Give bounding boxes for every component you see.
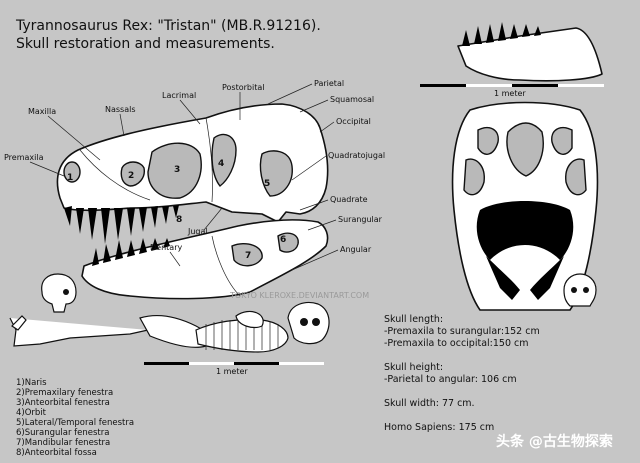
lateral-skull <box>57 104 327 299</box>
upper-teeth <box>64 205 179 244</box>
legend-item-4: 4)Orbit <box>16 408 47 418</box>
label-premaxila: Premaxila <box>4 153 44 162</box>
jaw-top-view <box>458 22 602 81</box>
length-occipital: -Premaxila to occipital:150 cm <box>384 338 529 349</box>
length-heading: Skull length: <box>384 314 443 325</box>
fenestra-number-3: 3 <box>174 165 180 175</box>
scale-bar-top-label: 1 meter <box>494 89 526 98</box>
legend-item-7: 7)Mandibular fenestra <box>16 438 110 448</box>
human-height: Homo Sapiens: 175 cm <box>384 422 494 433</box>
label-postorbital: Postorbital <box>222 83 264 92</box>
label-lacrimal: Lacrimal <box>162 91 196 100</box>
legend-item-3: 3)Anteorbital fenestra <box>16 398 110 408</box>
fenestra-number-1: 1 <box>67 173 73 183</box>
fenestra-number-7: 7 <box>245 251 251 261</box>
human-skull-front <box>564 274 596 306</box>
human-skull-side <box>42 274 76 312</box>
fenestra-number-5: 5 <box>264 179 270 189</box>
height-angular: -Parietal to angular: 106 cm <box>384 374 517 385</box>
length-surangular: -Premaxila to surangular:152 cm <box>384 326 540 337</box>
caption-overlay: 头条 @古生物探索 <box>496 433 613 450</box>
label-angular: Angular <box>340 245 372 254</box>
legend-item-6: 6)Surangular fenestra <box>16 428 109 438</box>
fenestra-number-8: 8 <box>176 215 182 225</box>
scale-bar-bottom <box>144 362 324 365</box>
label-quadratojugal: Quadratojugal <box>328 151 385 160</box>
legend-item-8: 8)Anteorbital fossa <box>16 448 97 458</box>
watermark: TOKYO KLEROXE.DEVIANTART.COM <box>229 291 369 300</box>
title-line-2: Skull restoration and measurements. <box>16 36 275 52</box>
skull-width: Skull width: 77 cm. <box>384 398 475 409</box>
label-surangular: Surangular <box>338 215 383 224</box>
label-quadrate: Quadrate <box>330 195 368 204</box>
label-dentary: Dentary <box>150 243 182 252</box>
fenestra-number-4: 4 <box>218 159 224 169</box>
label-occipital: Occipital <box>336 117 371 126</box>
label-nassals: Nassals <box>105 105 136 114</box>
label-squamosal: Squamosal <box>330 95 374 104</box>
fenestra-number-6: 6 <box>280 235 286 245</box>
height-heading: Skull height: <box>384 362 443 373</box>
label-jugal: Jugal <box>187 227 208 236</box>
measurements: Skull length: -Premaxila to surangular:1… <box>384 314 540 433</box>
fenestra-legend: 1)Naris 2)Premaxilary fenestra 3)Anteorb… <box>16 378 134 458</box>
title-line-1: Tyrannosaurus Rex: "Tristan" (MB.R.91216… <box>15 18 321 34</box>
fenestra-number-2: 2 <box>128 171 134 181</box>
legend-item-5: 5)Lateral/Temporal fenestra <box>16 418 134 428</box>
scale-bar-top <box>420 84 604 87</box>
label-maxilla: Maxilla <box>28 107 56 116</box>
scale-bar-bottom-label: 1 meter <box>216 367 248 376</box>
legend-item-2: 2)Premaxilary fenestra <box>16 388 113 398</box>
legend-item-1: 1)Naris <box>16 378 47 388</box>
label-parietal: Parietal <box>314 79 344 88</box>
